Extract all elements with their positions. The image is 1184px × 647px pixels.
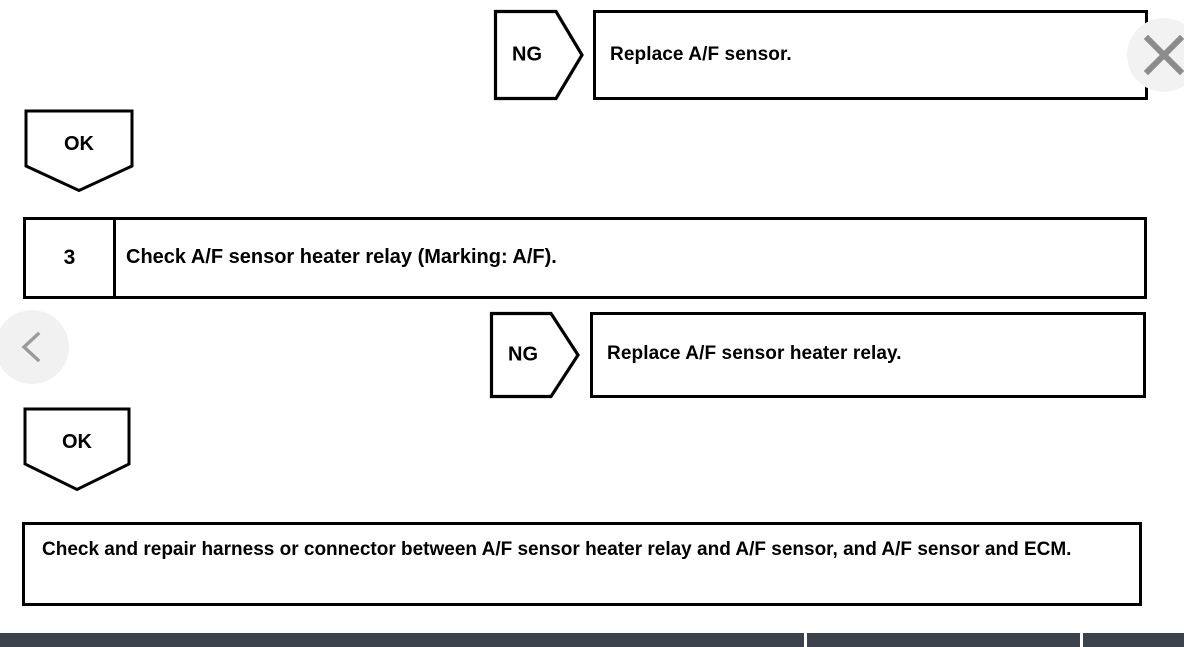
ng-branch-2-label: NG (508, 343, 539, 366)
step-row-3-title: Check A/F sensor heater relay (Marking: … (126, 246, 557, 268)
chevron-left-icon (21, 331, 41, 363)
step-row-3-divider (113, 220, 116, 296)
bottom-toolbar-segment-middle[interactable] (807, 633, 1080, 647)
bottom-toolbar-divider-1 (804, 633, 807, 647)
result-box-replace-sensor-text: Replace A/F sensor. (610, 44, 792, 65)
ok-branch-1: OK (24, 109, 134, 193)
bottom-toolbar (0, 633, 1184, 647)
step-row-3 (23, 217, 1147, 299)
ok-branch-2-label: OK (62, 431, 92, 453)
ng-branch-1-label: NG (512, 43, 543, 66)
ok-branch-1-label: OK (64, 133, 94, 155)
close-x-icon (1143, 34, 1184, 76)
bottom-toolbar-segment-left[interactable] (0, 633, 804, 647)
close-viewer-button[interactable] (1127, 18, 1184, 92)
bottom-toolbar-segment-right[interactable] (1083, 633, 1184, 647)
final-action-box (22, 522, 1142, 606)
final-action-text: Check and repair harness or connector be… (42, 539, 1072, 560)
step-row-3-number: 3 (63, 246, 76, 269)
result-box-replace-relay-text: Replace A/F sensor heater relay. (607, 343, 902, 364)
result-box-replace-relay (590, 312, 1146, 398)
result-box-replace-sensor (593, 10, 1148, 100)
ng-branch-2: NG (489, 311, 581, 399)
ok-branch-2: OK (23, 407, 131, 492)
previous-page-button[interactable] (0, 310, 69, 384)
ng-branch-1: NG (493, 9, 585, 101)
bottom-toolbar-divider-2 (1080, 633, 1083, 647)
